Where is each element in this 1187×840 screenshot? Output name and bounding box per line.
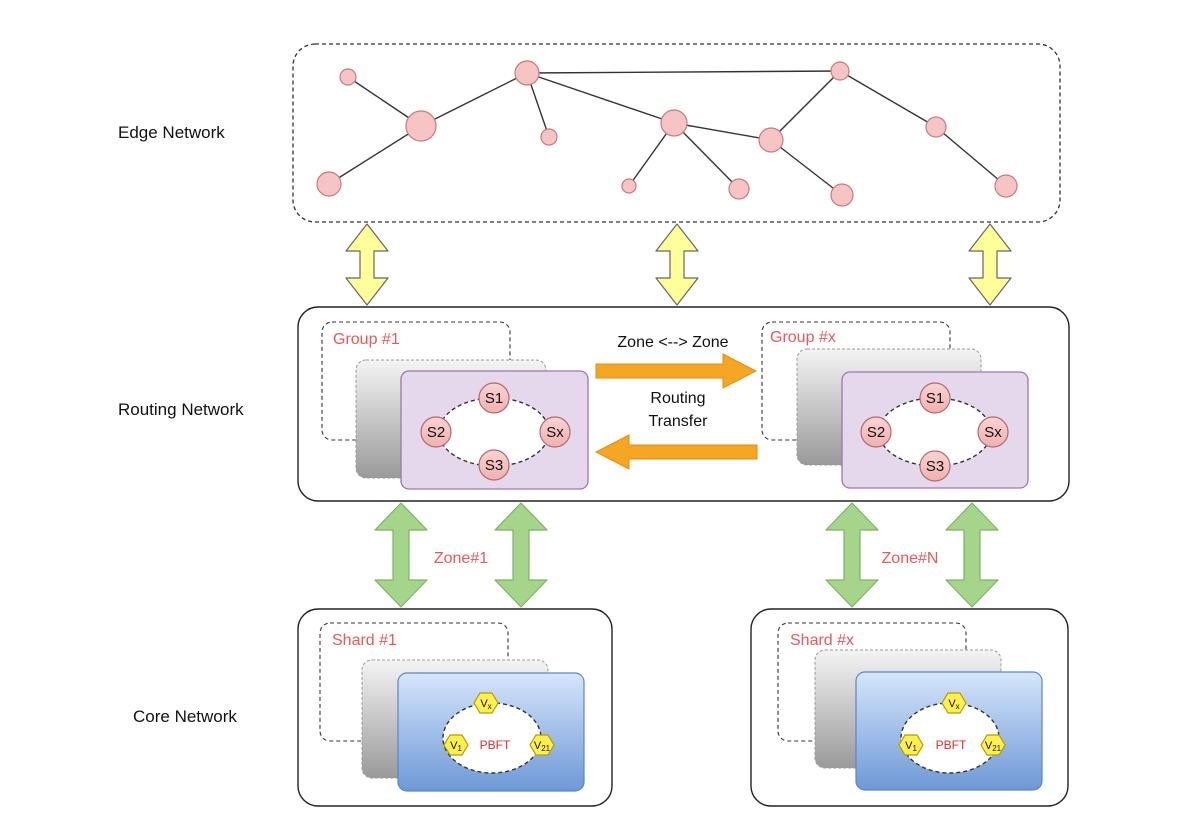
edge-node xyxy=(830,183,854,207)
node-label-s3: S3 xyxy=(926,458,944,475)
node-label-s1: S1 xyxy=(485,390,503,407)
edge-node xyxy=(316,171,342,197)
routing-core-arrows xyxy=(374,502,999,608)
edge-node xyxy=(540,128,558,146)
edge-node xyxy=(728,178,750,200)
shard-left-label: Shard #1 xyxy=(332,632,397,649)
edge-nodes xyxy=(316,60,1018,207)
core-network-label: Core Network xyxy=(133,707,237,726)
validator-21-label: V21 xyxy=(985,740,1002,753)
node-label-s3: S3 xyxy=(485,457,503,474)
edge-network xyxy=(292,43,1061,223)
routing-node xyxy=(420,416,452,448)
group-left: Group #1 S1 S2 Sx S3 xyxy=(321,321,589,490)
edge-routing-arrows xyxy=(345,223,1012,306)
validator-hex-icon xyxy=(529,734,555,756)
edge-node xyxy=(758,127,784,153)
edge-links xyxy=(328,70,1007,196)
routing-node xyxy=(860,416,892,448)
validator-21-label: V21 xyxy=(534,740,551,753)
node-label-s2: S2 xyxy=(867,424,885,441)
edge-node xyxy=(339,68,357,86)
validator-1-label: V1 xyxy=(450,740,462,753)
green-double-arrow-icon xyxy=(945,502,999,608)
pbft-label: PBFT xyxy=(936,738,967,752)
group-right-label: Group #x xyxy=(770,329,836,346)
routing-transfer-label-line2: Transfer xyxy=(649,413,709,430)
orange-arrow-right-icon xyxy=(595,353,758,389)
edge-node xyxy=(621,178,637,194)
validator-hex-icon xyxy=(941,692,967,714)
edge-node xyxy=(405,110,437,142)
routing-node xyxy=(478,382,510,414)
green-double-arrow-icon xyxy=(374,502,428,608)
zone-left-label: Zone#1 xyxy=(434,550,488,567)
edge-node xyxy=(925,116,947,138)
validator-hex-icon xyxy=(980,734,1006,756)
green-double-arrow-icon xyxy=(494,502,548,608)
edge-network-boundary xyxy=(292,43,1061,223)
node-label-sx: Sx xyxy=(984,424,1002,441)
routing-node xyxy=(977,416,1009,448)
shard-right: Shard #x Vx V1 V21 PBFT xyxy=(750,608,1069,807)
orange-arrow-left-icon xyxy=(594,434,758,470)
routing-network: Group #1 S1 S2 Sx S3 Group #x xyxy=(297,306,1070,502)
node-label-s2: S2 xyxy=(427,424,445,441)
yellow-double-arrow-icon xyxy=(345,223,389,306)
routing-node xyxy=(919,450,951,482)
node-label-sx: Sx xyxy=(546,424,564,441)
node-label-s1: S1 xyxy=(926,390,944,407)
validator-hex-icon xyxy=(898,734,924,756)
edge-node xyxy=(830,61,850,81)
routing-node xyxy=(478,449,510,481)
edge-network-label: Edge Network xyxy=(118,123,225,142)
shard-left: Shard #1 Vx V1 V21 PBFT xyxy=(297,608,613,807)
routing-node xyxy=(919,382,951,414)
zone-right-label: Zone#N xyxy=(882,550,939,567)
edge-node xyxy=(514,60,540,86)
validator-x-label: Vx xyxy=(948,698,959,711)
routing-transfer-label-line1: Routing xyxy=(650,390,705,407)
green-double-arrow-icon xyxy=(825,502,879,608)
shard-right-label: Shard #x xyxy=(790,632,854,649)
validator-1-label: V1 xyxy=(905,740,917,753)
edge-node xyxy=(660,109,688,137)
validator-x-label: Vx xyxy=(480,698,491,711)
pbft-label: PBFT xyxy=(480,738,511,752)
group-right: Group #x S1 S2 Sx S3 xyxy=(761,321,1029,489)
group-left-label: Group #1 xyxy=(333,331,400,348)
validator-hex-icon xyxy=(443,734,469,756)
edge-node xyxy=(994,174,1018,198)
routing-node xyxy=(539,416,571,448)
routing-network-label: Routing Network xyxy=(118,400,244,419)
validator-hex-icon xyxy=(473,692,499,714)
yellow-double-arrow-icon xyxy=(655,223,699,306)
yellow-double-arrow-icon xyxy=(968,223,1012,306)
zone-exchange-label: Zone <--> Zone xyxy=(617,334,728,351)
